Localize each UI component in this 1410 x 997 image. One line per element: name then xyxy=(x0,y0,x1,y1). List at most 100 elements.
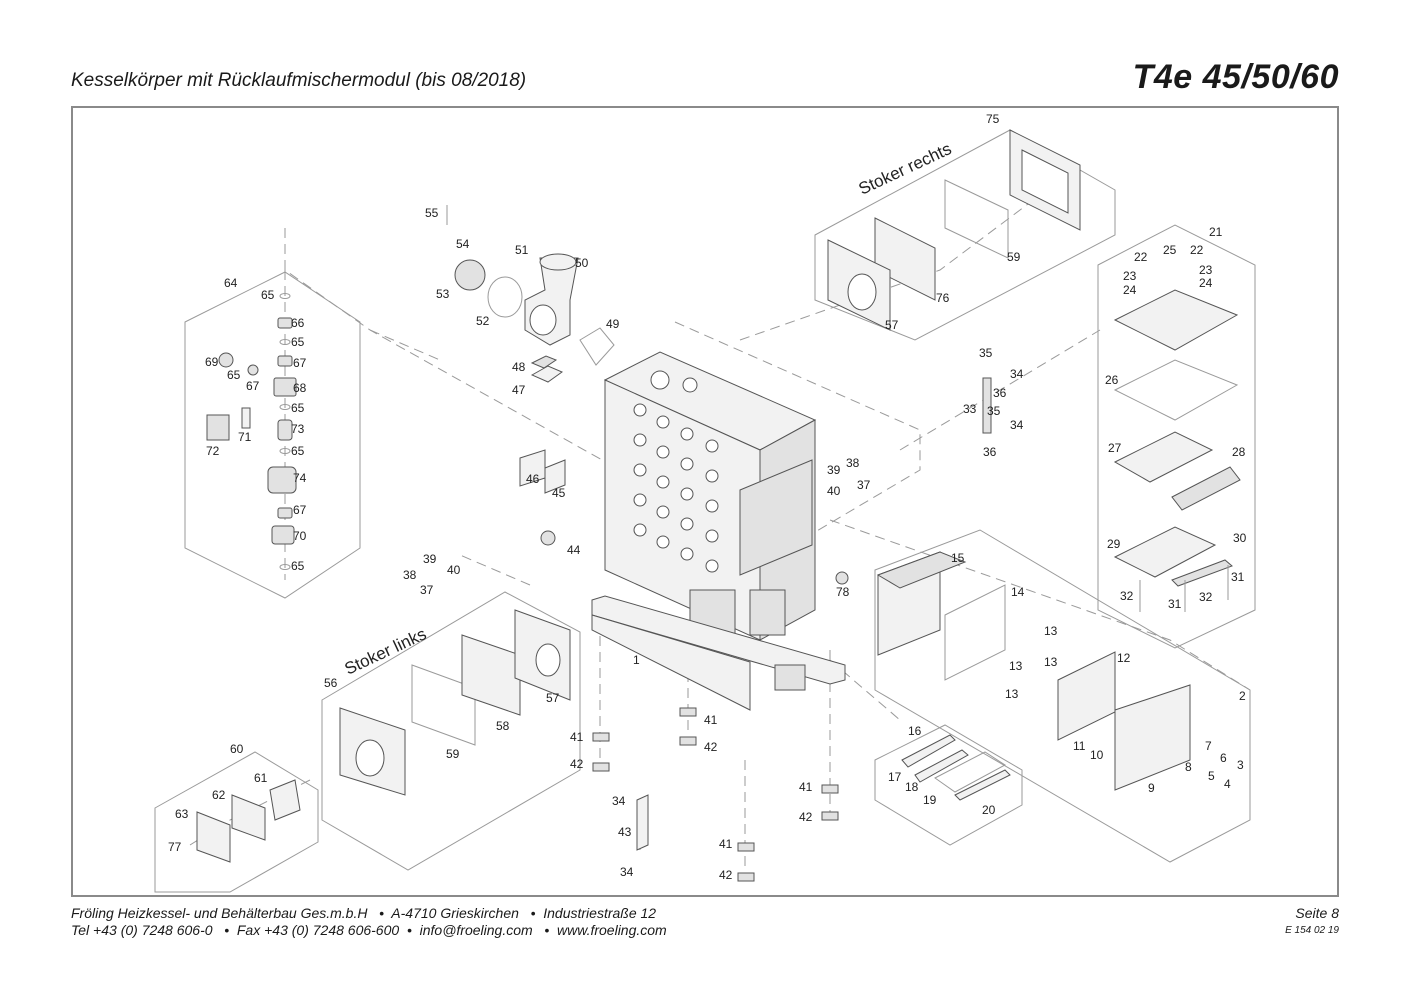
callout-31b: 31 xyxy=(1168,597,1182,611)
callout-numbers: 1 2 3 4 5 6 7 8 9 10 11 12 13 13 13 13 1… xyxy=(168,112,1247,882)
callout-72: 72 xyxy=(206,444,220,458)
callout-43: 43 xyxy=(618,825,632,839)
callout-17: 17 xyxy=(888,770,902,784)
callout-63: 63 xyxy=(175,807,189,821)
callout-67c: 67 xyxy=(293,503,307,517)
callout-76: 76 xyxy=(936,291,950,305)
callout-51: 51 xyxy=(515,243,529,257)
callout-18: 18 xyxy=(905,780,919,794)
group-boundaries xyxy=(154,129,1256,893)
callout-46: 46 xyxy=(526,472,540,486)
callout-13b: 13 xyxy=(1044,655,1058,669)
callout-26: 26 xyxy=(1105,373,1119,387)
callout-13d: 13 xyxy=(1005,687,1019,701)
callout-67b: 67 xyxy=(246,379,260,393)
callout-57a: 57 xyxy=(885,318,899,332)
callout-71: 71 xyxy=(238,430,252,444)
callout-23a: 23 xyxy=(1123,269,1137,283)
callout-34a: 34 xyxy=(1010,367,1024,381)
callout-41a: 41 xyxy=(570,730,584,744)
footer-contact-line: Tel +43 (0) 7248 606-0 • Fax +43 (0) 724… xyxy=(71,922,667,938)
callout-69: 69 xyxy=(205,355,219,369)
fastener-parts xyxy=(519,377,992,882)
callout-42d: 42 xyxy=(719,868,733,882)
callout-40a: 40 xyxy=(827,484,841,498)
callout-29: 29 xyxy=(1107,537,1121,551)
callout-68: 68 xyxy=(293,381,307,395)
callout-37a: 37 xyxy=(857,478,871,492)
callout-67a: 67 xyxy=(293,356,307,370)
callout-41c: 41 xyxy=(799,780,813,794)
callout-31a: 31 xyxy=(1231,570,1245,584)
callout-5: 5 xyxy=(1208,769,1215,783)
callout-65e: 65 xyxy=(291,444,305,458)
callout-59a: 59 xyxy=(1007,250,1021,264)
callout-44: 44 xyxy=(567,543,581,557)
callout-42c: 42 xyxy=(799,810,813,824)
callout-66: 66 xyxy=(291,316,305,330)
callout-16: 16 xyxy=(908,724,922,738)
callout-41d: 41 xyxy=(719,837,733,851)
callout-32a: 32 xyxy=(1120,589,1134,603)
callout-9: 9 xyxy=(1148,781,1155,795)
callout-7: 7 xyxy=(1205,739,1212,753)
callout-52: 52 xyxy=(476,314,490,328)
group-21-outline xyxy=(1097,224,1256,649)
callout-32b: 32 xyxy=(1199,590,1213,604)
callout-11: 11 xyxy=(1073,739,1086,753)
callout-15: 15 xyxy=(951,551,965,565)
group-16-parts xyxy=(901,734,1011,801)
callout-34c: 34 xyxy=(612,794,626,808)
boiler-body xyxy=(591,351,846,711)
callout-1: 1 xyxy=(633,653,640,667)
callout-65b: 65 xyxy=(291,335,305,349)
callout-41b: 41 xyxy=(704,713,718,727)
callout-65c: 65 xyxy=(227,368,241,382)
callout-45: 45 xyxy=(552,486,566,500)
callout-62: 62 xyxy=(212,788,226,802)
callout-47: 47 xyxy=(512,383,526,397)
fan-group xyxy=(446,205,615,383)
callout-55: 55 xyxy=(425,206,439,220)
callout-30: 30 xyxy=(1233,531,1247,545)
callout-39b: 39 xyxy=(423,552,437,566)
callout-28: 28 xyxy=(1232,445,1246,459)
callout-75: 75 xyxy=(986,112,1000,126)
callout-61: 61 xyxy=(254,771,268,785)
callout-12: 12 xyxy=(1117,651,1131,665)
callout-60: 60 xyxy=(230,742,244,756)
callout-48: 48 xyxy=(512,360,526,374)
callout-65f: 65 xyxy=(291,559,305,573)
pump-group xyxy=(206,293,297,570)
callout-58: 58 xyxy=(496,719,510,733)
group-60-parts xyxy=(196,779,301,863)
stoker-left-outline xyxy=(321,591,581,871)
document-code: E 154 02 19 xyxy=(1285,925,1339,936)
callout-70: 70 xyxy=(293,529,307,543)
callout-53: 53 xyxy=(436,287,450,301)
callout-38a: 38 xyxy=(846,456,860,470)
stoker-right-parts xyxy=(827,129,1081,331)
callout-56: 56 xyxy=(324,676,338,690)
callout-73: 73 xyxy=(291,422,305,436)
group-64-outline xyxy=(184,271,361,599)
callout-49: 49 xyxy=(606,317,620,331)
callout-37b: 37 xyxy=(420,583,434,597)
cover-plate-parts xyxy=(1113,289,1241,612)
callout-39a: 39 xyxy=(827,463,841,477)
callout-65a: 65 xyxy=(261,288,275,302)
callout-27: 27 xyxy=(1108,441,1122,455)
model-title: T4e 45/50/60 xyxy=(1132,58,1339,96)
callout-65d: 65 xyxy=(291,401,305,415)
callout-59b: 59 xyxy=(446,747,460,761)
callout-42a: 42 xyxy=(570,757,584,771)
callout-36a: 36 xyxy=(993,386,1007,400)
callout-21: 21 xyxy=(1209,225,1223,239)
group-16-outline xyxy=(874,724,1023,846)
door-parts xyxy=(876,551,1191,791)
callout-20: 20 xyxy=(982,803,996,817)
page-number: Seite 8 xyxy=(1295,905,1339,921)
callout-24b: 24 xyxy=(1199,276,1213,290)
callout-34b: 34 xyxy=(1010,418,1024,432)
callout-35b: 35 xyxy=(987,404,1001,418)
